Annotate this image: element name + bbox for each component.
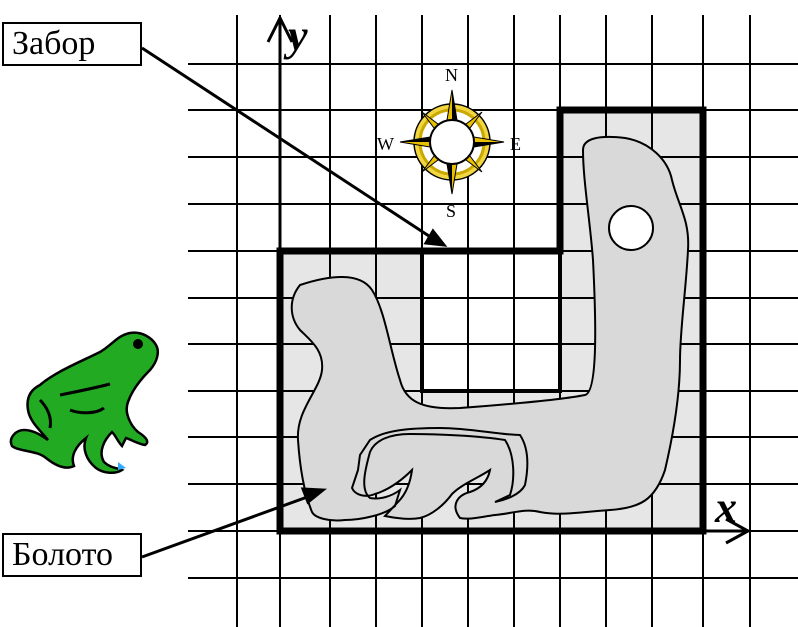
compass-east-label: E [510, 134, 521, 154]
inner-fence [420, 251, 562, 393]
compass-icon [399, 89, 505, 195]
compass-north-label: N [445, 65, 458, 85]
swamp-pointer-arrow [300, 487, 328, 505]
axes [266, 14, 752, 545]
fence-label: Забор [2, 22, 142, 66]
swamp-label: Болото [2, 533, 142, 577]
compass-south-label: S [446, 201, 457, 221]
y-axis-label: y [288, 11, 308, 60]
x-axis-arrow [725, 517, 752, 545]
x-axis-label: x [715, 483, 737, 532]
swamp-shape [290, 135, 690, 522]
unfenced-square [422, 251, 560, 391]
pointers [141, 46, 448, 559]
y-axis-arrow [266, 14, 294, 43]
frog-icon [9, 331, 159, 474]
fence-pointer-line [141, 46, 433, 240]
fence-pointer-arrow [423, 228, 448, 247]
compass-west-label: W [377, 134, 394, 154]
swamp-island [608, 205, 654, 251]
swamp-pointer-line [141, 494, 311, 559]
